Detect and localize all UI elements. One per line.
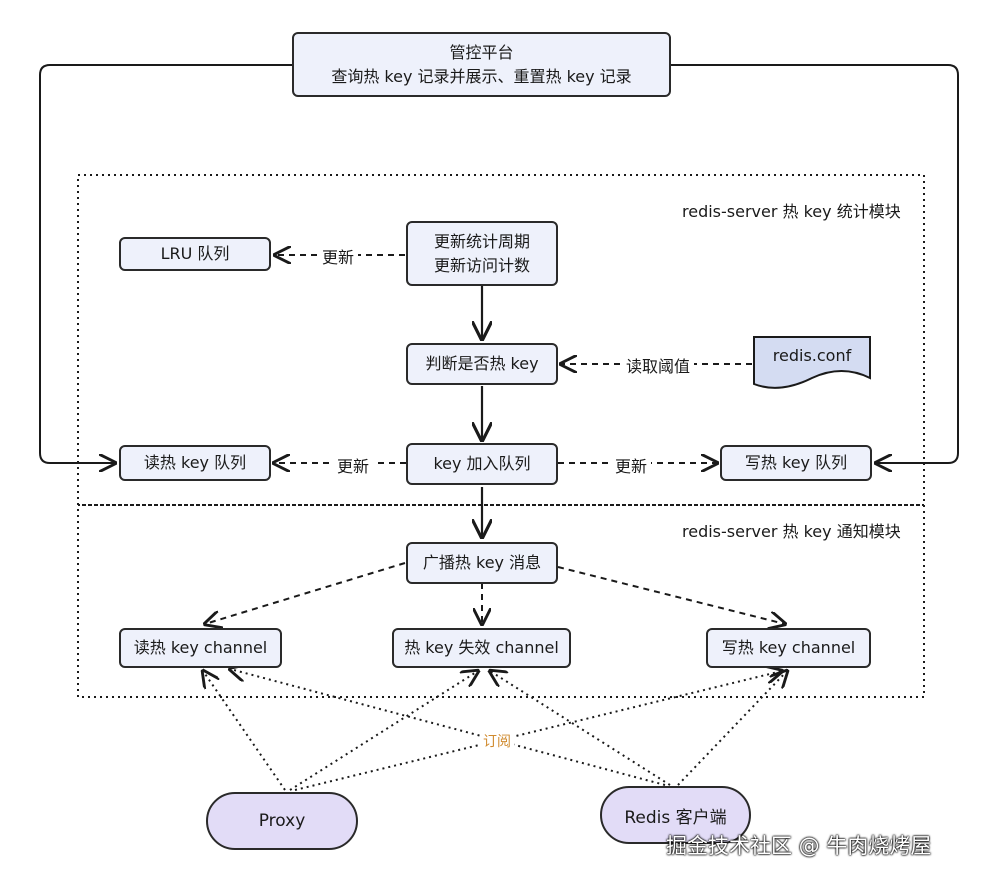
broadcast-box: 广播热 key 消息 [406,542,558,584]
edge-proxy-sub-read [203,671,286,791]
write-hot-key-queue-label: 写热 key 队列 [744,453,848,472]
edge-client-sub-write [677,671,787,786]
read-hot-key-queue-box: 读热 key 队列 [119,445,271,481]
edge-broadcast-to-write-channel [557,566,785,624]
expire-channel-box: 热 key 失效 channel [392,628,571,668]
edge-broadcast-to-read-channel [205,562,406,624]
edge-label-update-read: 更新 [333,453,374,477]
notify-module-title: redis-server 热 key 通知模块 [682,522,901,541]
edge-client-sub-read [230,669,666,786]
update-stats-line1: 更新统计周期 [433,231,530,251]
control-platform-title: 管控平台 [449,42,514,62]
update-stats-line2: 更新访问计数 [433,255,530,275]
redis-client-node: Redis 客户端 [600,786,751,844]
notify-module-region [77,504,925,698]
edge-proxy-sub-expire [289,671,478,791]
edge-label-update-lru: 更新 [318,244,359,268]
read-channel-box: 读热 key channel [119,628,282,668]
control-platform-box: 管控平台 查询热 key 记录并展示、重置热 key 记录 [292,32,671,97]
key-enqueue-label: key 加入队列 [433,454,531,473]
write-hot-key-queue-box: 写热 key 队列 [720,445,872,481]
key-enqueue-box: key 加入队列 [406,443,558,485]
expire-channel-label: 热 key 失效 channel [404,638,559,657]
read-hot-key-queue-label: 读热 key 队列 [143,453,247,472]
write-channel-box: 写热 key channel [706,628,871,668]
lru-queue-label: LRU 队列 [160,244,230,263]
source-watermark: 掘金技术社区 @ 牛肉烧烤屋 [666,834,932,858]
lru-queue-box: LRU 队列 [119,237,271,271]
proxy-node: Proxy [206,792,358,850]
update-stats-box: 更新统计周期 更新访问计数 [406,221,558,286]
control-platform-desc: 查询热 key 记录并展示、重置热 key 记录 [331,66,632,86]
edge-label-subscribe: 订阅 [480,731,514,751]
judge-hot-key-label: 判断是否热 key [425,354,539,373]
edge-platform-to-read-queue [39,64,292,463]
redis-client-label: Redis 客户端 [624,807,727,828]
broadcast-label: 广播热 key 消息 [422,553,542,572]
edge-label-read-threshold: 读取阈值 [622,353,695,377]
edge-label-update-write: 更新 [611,453,652,477]
proxy-label: Proxy [258,811,306,831]
write-channel-label: 写热 key channel [721,638,856,657]
edge-client-sub-expire [490,671,671,786]
redis-conf-label: redis.conf [772,346,852,365]
edge-proxy-sub-write [294,671,782,791]
judge-hot-key-box: 判断是否热 key [406,343,558,385]
read-channel-label: 读热 key channel [133,638,268,657]
stats-module-title: redis-server 热 key 统计模块 [682,202,901,221]
edge-platform-to-write-queue [671,64,959,463]
redis-conf-document [753,336,871,389]
